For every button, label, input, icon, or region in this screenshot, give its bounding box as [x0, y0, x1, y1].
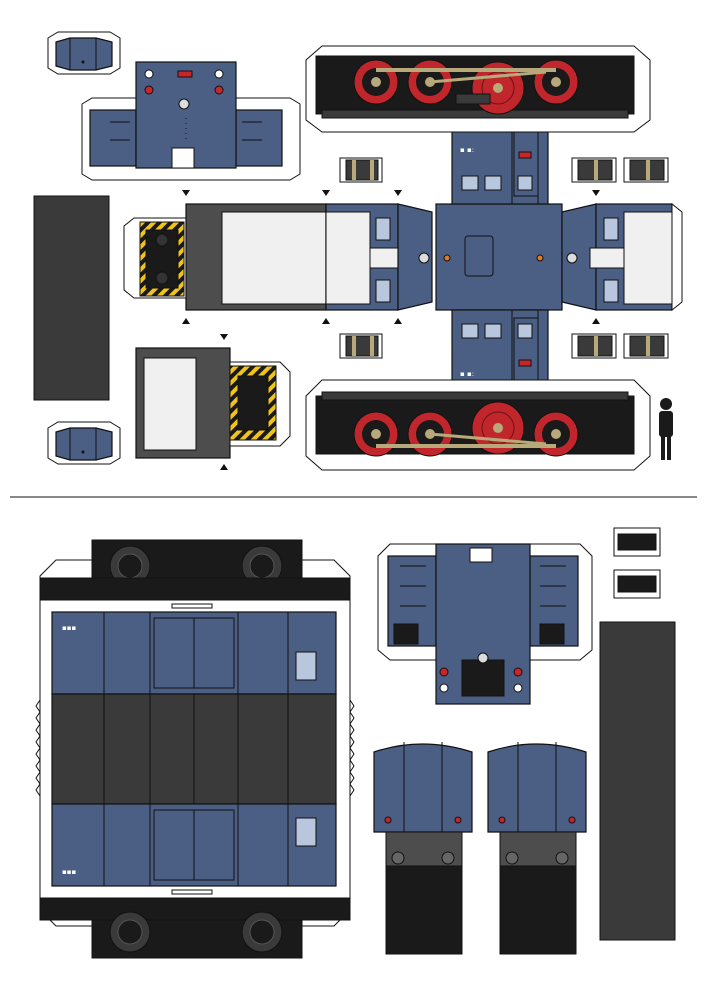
- cab-end-piece: [135, 334, 291, 470]
- cab-roof-hood-assembly: ▪ ▪: ▪ ▪:: [123, 122, 683, 392]
- front-end-hood: [81, 61, 301, 181]
- buffer-cylinders: [339, 157, 669, 359]
- roof-panel-top-left: [47, 31, 121, 75]
- human-figure-scale: [659, 398, 673, 460]
- svg-text:▪▪▪: ▪▪▪: [62, 868, 76, 876]
- fuel-tank-right: [487, 742, 587, 955]
- small-step-pieces: [613, 527, 661, 599]
- side-frame-top-with-wheels: [305, 45, 651, 133]
- side-frame-bottom-with-wheels: [305, 379, 651, 471]
- svg-text:▪▪▪: ▪▪▪: [62, 624, 76, 632]
- cab-rear-hood: [377, 543, 593, 705]
- long-black-strip-right: [599, 621, 676, 941]
- underframe-with-bogies: ▪▪▪ ▪▪▪: [35, 539, 355, 959]
- svg-text:▪ ▪:: ▪ ▪:: [460, 146, 474, 154]
- small-roof-panel-bottom-left: [47, 421, 121, 465]
- fuel-tank-left: [373, 742, 473, 955]
- long-roof-strip-left: [33, 195, 110, 401]
- svg-text:▪ ▪:: ▪ ▪:: [460, 370, 474, 378]
